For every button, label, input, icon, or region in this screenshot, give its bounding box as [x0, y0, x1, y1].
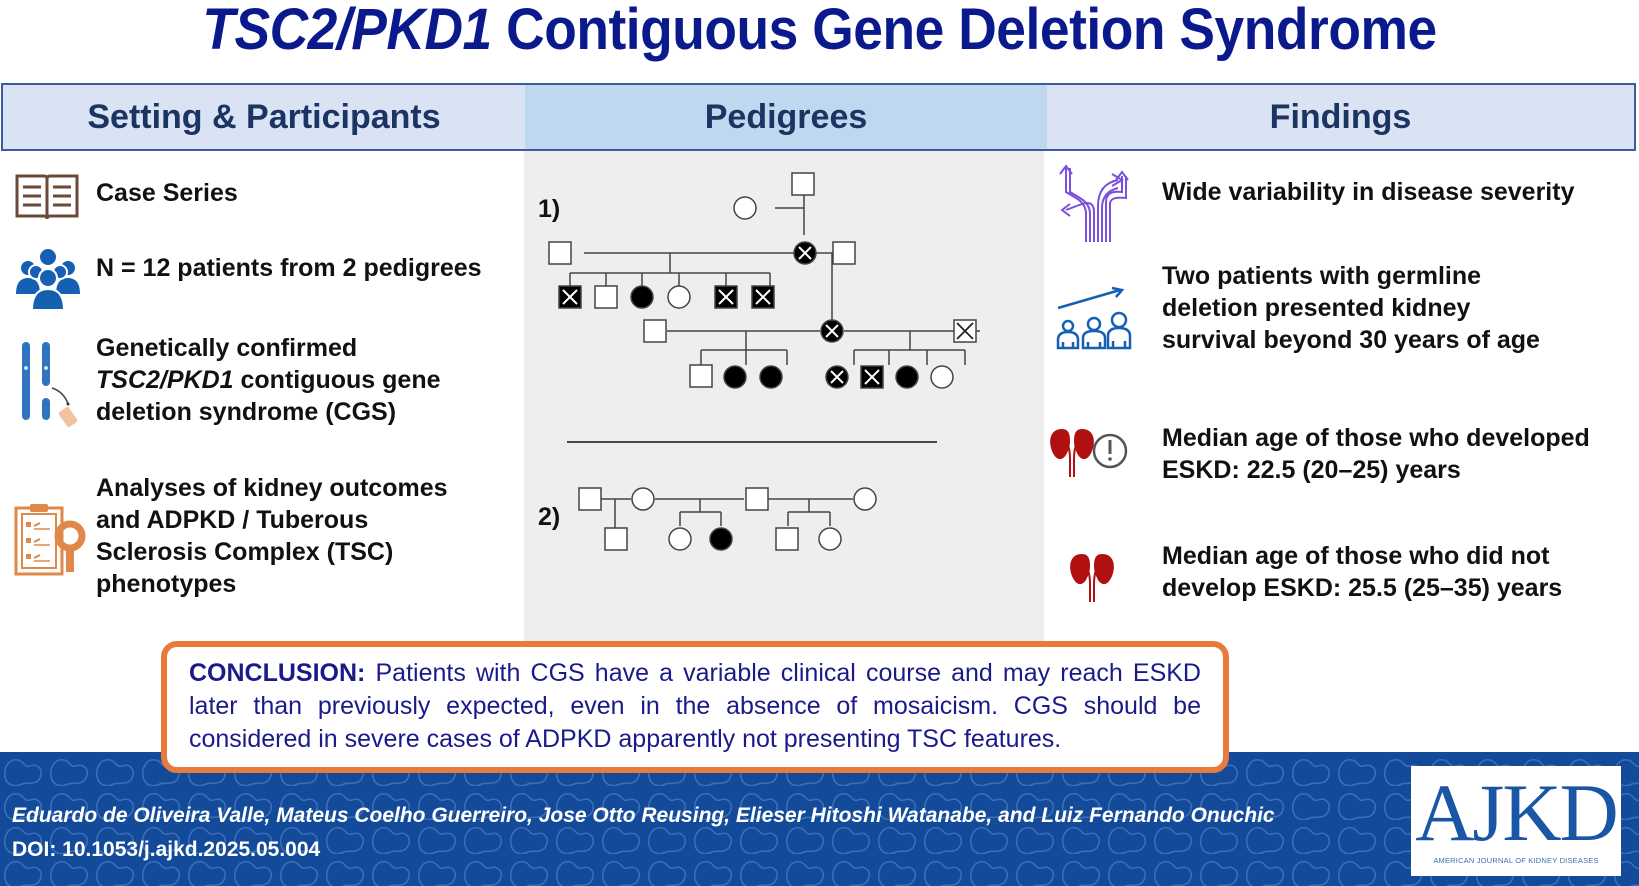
- finding-text-line: survival beyond 30 years of age: [1162, 326, 1540, 354]
- finding-text-line: develop ESKD: 25.5 (25–35) years: [1162, 574, 1563, 602]
- finding-text-line: Wide variability in disease severity: [1162, 178, 1575, 206]
- conclusion-text: Patients with CGS have a variable clinic…: [189, 659, 1201, 753]
- doi-link[interactable]: DOI: 10.1053/j.ajkd.2025.05.004: [12, 838, 321, 861]
- pedigree-node-female: [930, 365, 954, 389]
- pedigree-node-female-affected-deceased: [793, 241, 817, 265]
- setting-text-line: Analyses of kidney outcomes: [96, 474, 448, 502]
- pedigree-node-male: [548, 241, 572, 265]
- setting-text-line: Sclerosis Complex (TSC): [96, 538, 394, 566]
- gene-names: TSC2/PKD1: [96, 366, 234, 394]
- pedigree-node-female: [667, 285, 691, 309]
- pedigree-node-female-affected-deceased: [825, 365, 849, 389]
- pedigree-node-male: [775, 527, 799, 551]
- pedigree-node-female: [818, 527, 842, 551]
- title-gene-names: TSC2/PKD1: [202, 0, 492, 62]
- section-header-findings: Findings: [1047, 85, 1634, 149]
- pedigree-node-female-affected-deceased: [820, 319, 844, 343]
- section-header-setting: Setting & Participants: [3, 85, 525, 149]
- pedigree-node-female-affected: [759, 365, 783, 389]
- setting-text-line: and ADPKD / Tuberous: [96, 506, 369, 534]
- setting-text: N = 12 patients from 2 pedigrees: [96, 254, 482, 282]
- pedigree-node-male-affected-deceased: [558, 285, 582, 309]
- pedigree-diagrams: [548, 172, 980, 551]
- pedigree-node-female-affected: [630, 285, 654, 309]
- open-book-icon: [14, 173, 80, 228]
- logo-subtitle: AMERICAN JOURNAL OF KIDNEY DISEASES: [1433, 856, 1599, 865]
- kidney-pattern-background: [0, 752, 1639, 886]
- pedigree-node-female: [853, 487, 877, 511]
- authors-list: Eduardo de Oliveira Valle, Mateus Coelho…: [12, 804, 1275, 827]
- footer-banner: Eduardo de Oliveira Valle, Mateus Coelho…: [0, 752, 1639, 886]
- pedigree-node-female-affected: [895, 365, 919, 389]
- chromosome-deletion-icon: [18, 342, 80, 437]
- finding-text-line: Two patients with germline: [1162, 262, 1482, 290]
- pedigree-node-male: [689, 364, 713, 388]
- logo-wordmark: AJKD: [1415, 767, 1619, 858]
- kidney-icon: [1068, 552, 1118, 609]
- pedigree-2-label: 2): [538, 503, 561, 531]
- pedigree-node-male: [594, 285, 618, 309]
- section-header-pedigrees: Pedigrees: [525, 85, 1047, 149]
- setting-text-line: phenotypes: [96, 570, 237, 598]
- pedigree-node-male: [791, 172, 815, 196]
- pedigree-node-male: [832, 241, 856, 265]
- people-group-icon: [14, 248, 82, 315]
- finding-text-line: ESKD: 22.5 (20–25) years: [1162, 456, 1461, 484]
- title-rest: Contiguous Gene Deletion Syndrome: [491, 0, 1437, 62]
- pedigree-node-female-affected: [723, 365, 747, 389]
- pedigree-node-female: [733, 196, 757, 220]
- pedigree-node-male: [578, 487, 602, 511]
- conclusion-box: CONCLUSION: Patients with CGS have a var…: [161, 641, 1229, 773]
- pedigree-node-male: [745, 487, 769, 511]
- finding-text-line: Median age of those who developed: [1162, 424, 1590, 452]
- setting-text: Case Series: [96, 179, 238, 207]
- pedigrees-panel: [524, 151, 1044, 641]
- finding-text-line: Median age of those who did not: [1162, 542, 1550, 570]
- pedigree-node-male-deceased: [953, 319, 977, 343]
- page-title: TSC2/PKD1 Contiguous Gene Deletion Syndr…: [66, 0, 1574, 78]
- pedigree-node-female: [631, 487, 655, 511]
- pedigree-node-male: [604, 527, 628, 551]
- section-header-bar: Setting & Participants Pedigrees Finding…: [1, 83, 1636, 151]
- finding-text-line: deletion presented kidney: [1162, 294, 1471, 322]
- pedigree-1-label: 1): [538, 195, 561, 223]
- ajkd-logo: AJKD AMERICAN JOURNAL OF KIDNEY DISEASES: [1411, 766, 1621, 876]
- setting-text-line: Genetically confirmed: [96, 334, 358, 362]
- clipboard-magnifier-icon: [14, 502, 86, 581]
- conclusion-label: CONCLUSION:: [189, 659, 366, 687]
- setting-text-rest: contiguous gene: [233, 366, 441, 394]
- diverging-arrows-icon: [1056, 162, 1134, 247]
- pedigree-node-male: [643, 319, 667, 343]
- pedigree-node-male-affected-deceased: [714, 285, 738, 309]
- kidney-alert-icon: [1048, 427, 1132, 484]
- pedigree-node-female: [668, 527, 692, 551]
- pedigree-node-male-affected-deceased: [860, 365, 884, 389]
- pedigree-node-male-affected-deceased: [751, 285, 775, 309]
- people-growth-arrow-icon: [1056, 286, 1134, 355]
- setting-text-line: TSC2/PKD1 contiguous gene: [96, 364, 441, 396]
- setting-text-line: deletion syndrome (CGS): [96, 398, 397, 426]
- pedigree-node-female-affected: [709, 527, 733, 551]
